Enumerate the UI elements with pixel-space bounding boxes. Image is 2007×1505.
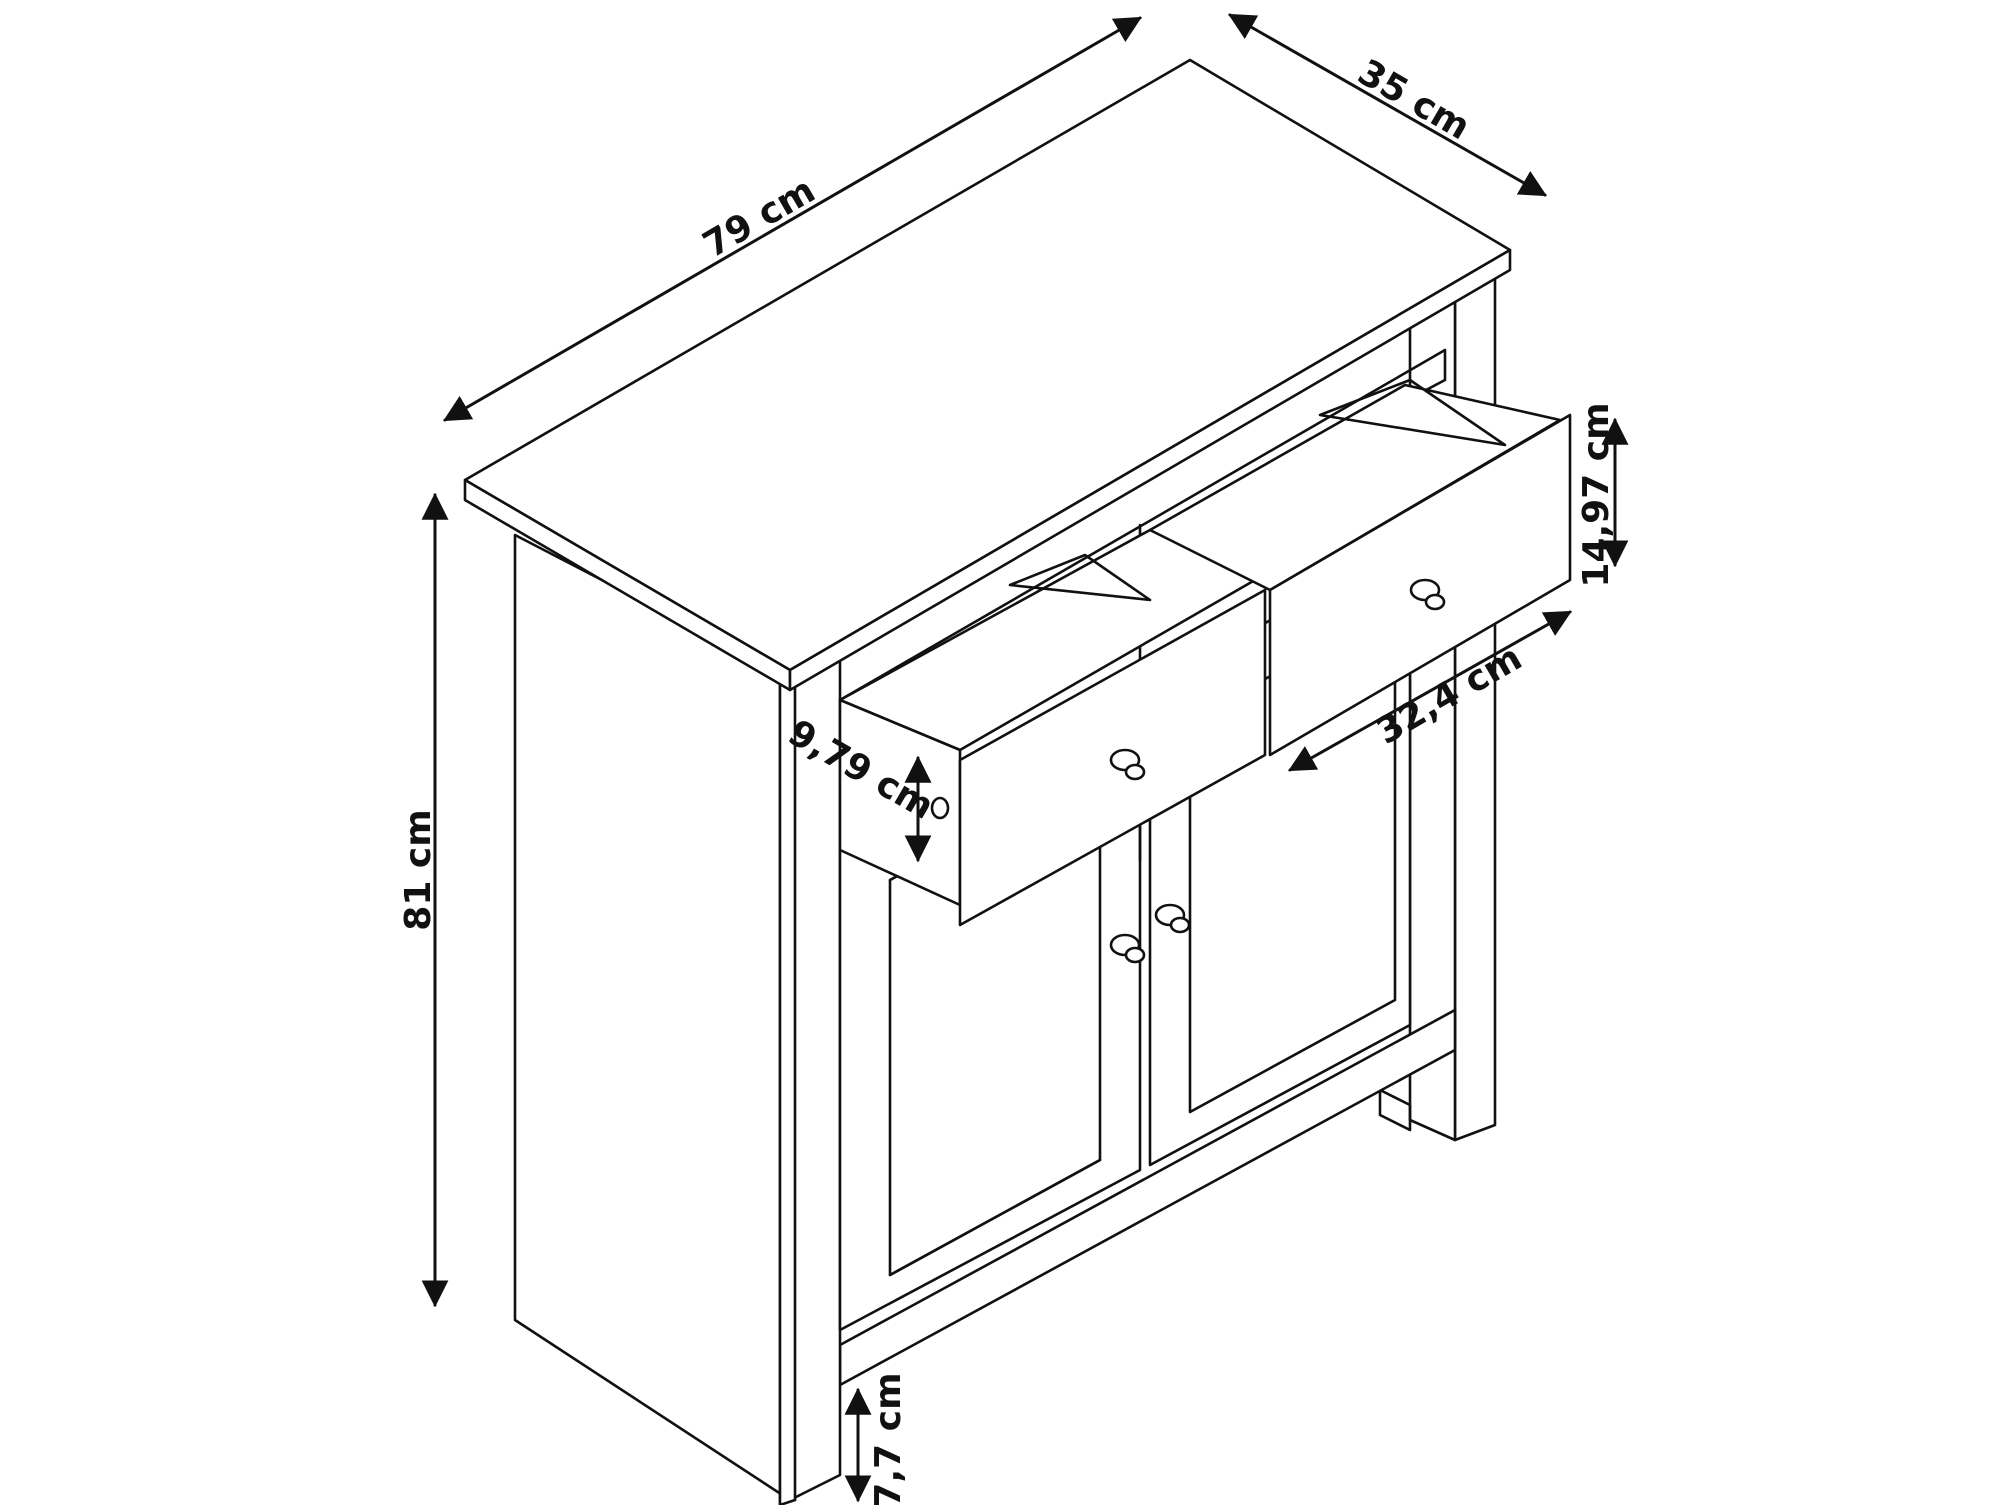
top-panel-front-edge [788,248,1512,692]
left-drawer-inner [1008,553,1152,602]
width-arrow [443,16,1142,422]
drawer-height-label: 14,97 cm [1576,402,1617,587]
door-knob-left-icon [1109,933,1146,964]
right-drawer-inner [1318,378,1507,447]
height-label: 81 cm [398,809,439,930]
bottom-rear-rail [1378,1088,1412,1132]
right-drawer-knob-icon [1409,578,1446,611]
left-drawer-knob-icon [1109,748,1146,781]
depth-label: 35 cm [1351,52,1477,148]
depth-arrow [1228,13,1547,197]
door-knob-right-icon [1154,903,1191,934]
foot-height-label: 7,7 cm [868,1372,909,1505]
front-left-leg-side [778,668,797,1505]
dimension-lines [421,13,1629,1503]
width-label: 79 cm [696,170,822,266]
side-panel [513,533,797,1502]
drawer-depth-arrow [1288,610,1572,772]
drawer-hole [930,796,950,820]
